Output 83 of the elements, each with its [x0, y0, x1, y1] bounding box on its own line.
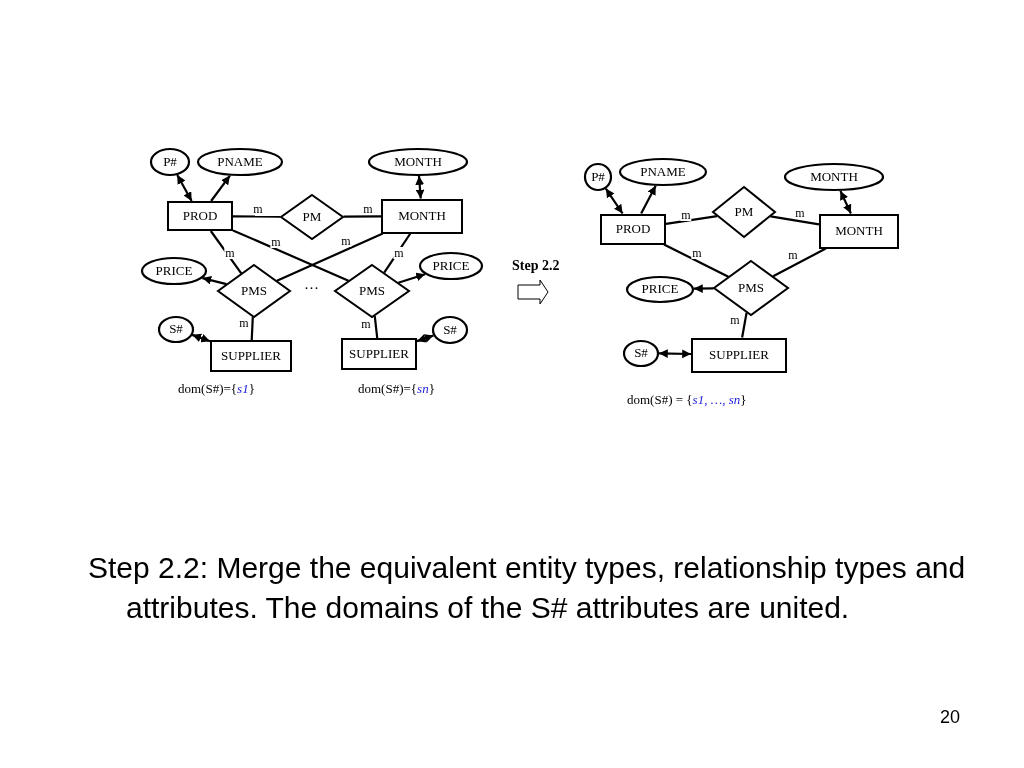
node-label: PMS [241, 283, 267, 299]
arrow [176, 174, 193, 202]
connector-line [209, 230, 243, 274]
attribute-ellipse [432, 316, 468, 344]
domain-label: dom(S#)={s1} [178, 381, 255, 397]
relationship-diamond [712, 186, 776, 238]
node-label: S# [443, 322, 457, 338]
attribute-ellipse [784, 163, 884, 191]
connector-line [770, 215, 820, 226]
node-label: SUPPLIER [349, 346, 409, 362]
connector-line [343, 215, 381, 218]
node-label: MONTH [810, 169, 858, 185]
attribute-ellipse [368, 148, 468, 176]
node-label: PROD [182, 208, 218, 224]
node-label: MONTH [394, 154, 442, 170]
arrow [191, 333, 211, 343]
caption-text: Step 2.2: Merge the equivalent entity types, relationship types and attributes. The domains of the S# attributes are united. [88, 550, 967, 626]
node-label: PMS [359, 283, 385, 299]
relationship-diamond [334, 264, 410, 318]
arrow [397, 272, 426, 284]
connector-line [373, 315, 379, 339]
attribute-ellipse [626, 275, 694, 303]
arrow [640, 185, 657, 214]
node-label: PM [734, 204, 754, 220]
relationship-diamond [713, 260, 789, 316]
connector-line [772, 247, 827, 278]
entity-box [819, 213, 899, 249]
node-label: PROD [615, 221, 651, 237]
attribute-ellipse [197, 148, 283, 176]
attribute-ellipse [141, 257, 207, 285]
ellipsis: … [304, 276, 319, 293]
entity-box [210, 340, 292, 372]
edge-label: m [393, 247, 405, 259]
domain-label: dom(S#) = {s1, …, sn} [627, 392, 747, 408]
attribute-ellipse [619, 158, 707, 186]
connector-line [250, 317, 254, 341]
arrow [415, 175, 425, 199]
attribute-ellipse [623, 339, 659, 367]
node-label: P# [163, 154, 177, 170]
attribute-ellipse [419, 252, 483, 280]
connector-line [276, 232, 384, 282]
node-label: PRICE [432, 258, 470, 274]
arrow [839, 190, 852, 214]
entity-box [600, 213, 666, 245]
edge-label: m [224, 247, 236, 259]
node-label: P# [591, 169, 605, 185]
attribute-ellipse [158, 315, 194, 343]
page-number: 20 [940, 707, 961, 728]
arrow [202, 275, 227, 286]
node-label: MONTH [835, 223, 883, 239]
node-label: S# [169, 321, 183, 337]
domain-label: dom(S#)={sn} [358, 381, 435, 397]
arrow [658, 349, 692, 359]
arrow [210, 174, 231, 202]
relationship-diamond [280, 194, 344, 240]
connector-line [232, 229, 349, 282]
arrow [416, 334, 434, 343]
node-label: PM [302, 209, 322, 225]
connector-line [741, 312, 748, 338]
entity-box [167, 201, 233, 231]
attribute-ellipse [150, 148, 190, 176]
arrow [693, 284, 714, 293]
node-label: PRICE [641, 281, 679, 297]
node-label: PMS [738, 280, 764, 296]
node-label: PNAME [217, 154, 263, 170]
node-label: SUPPLIER [221, 348, 281, 364]
connector-line [233, 215, 281, 218]
entity-box [691, 337, 787, 373]
connector-line [663, 243, 729, 278]
entity-box [381, 198, 463, 234]
node-label: PNAME [640, 164, 686, 180]
step-label: Step 2.2 [512, 258, 560, 274]
connector-line [383, 232, 412, 274]
edge-label: m [360, 318, 372, 330]
node-label: S# [634, 345, 648, 361]
connector-line [665, 215, 718, 226]
attribute-ellipse [584, 163, 612, 191]
node-label: SUPPLIER [709, 347, 769, 363]
relationship-diamond [217, 264, 291, 318]
node-label: PRICE [155, 263, 193, 279]
entity-box [341, 338, 417, 370]
node-label: MONTH [398, 208, 446, 224]
arrow [604, 188, 624, 215]
